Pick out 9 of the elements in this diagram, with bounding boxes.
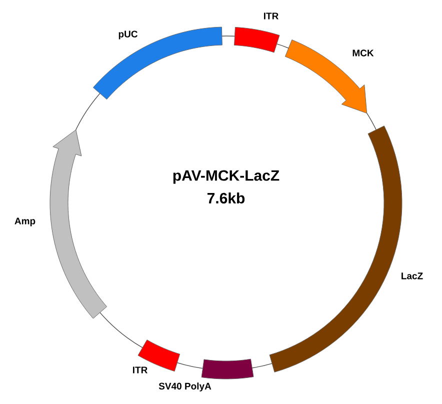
feature-label: SV40 PolyA [158,382,212,392]
plasmid-size: 7.6kb [207,192,245,204]
feature-label: MCK [352,50,374,56]
feature-label: LacZ [402,272,423,280]
plasmid-name: pAV-MCK-LacZ [173,170,280,184]
feature-label: ITR [264,12,278,20]
feature-label: pUC [118,30,138,40]
feature-label: Amp [14,218,36,226]
feature-label: ITR [133,366,148,374]
